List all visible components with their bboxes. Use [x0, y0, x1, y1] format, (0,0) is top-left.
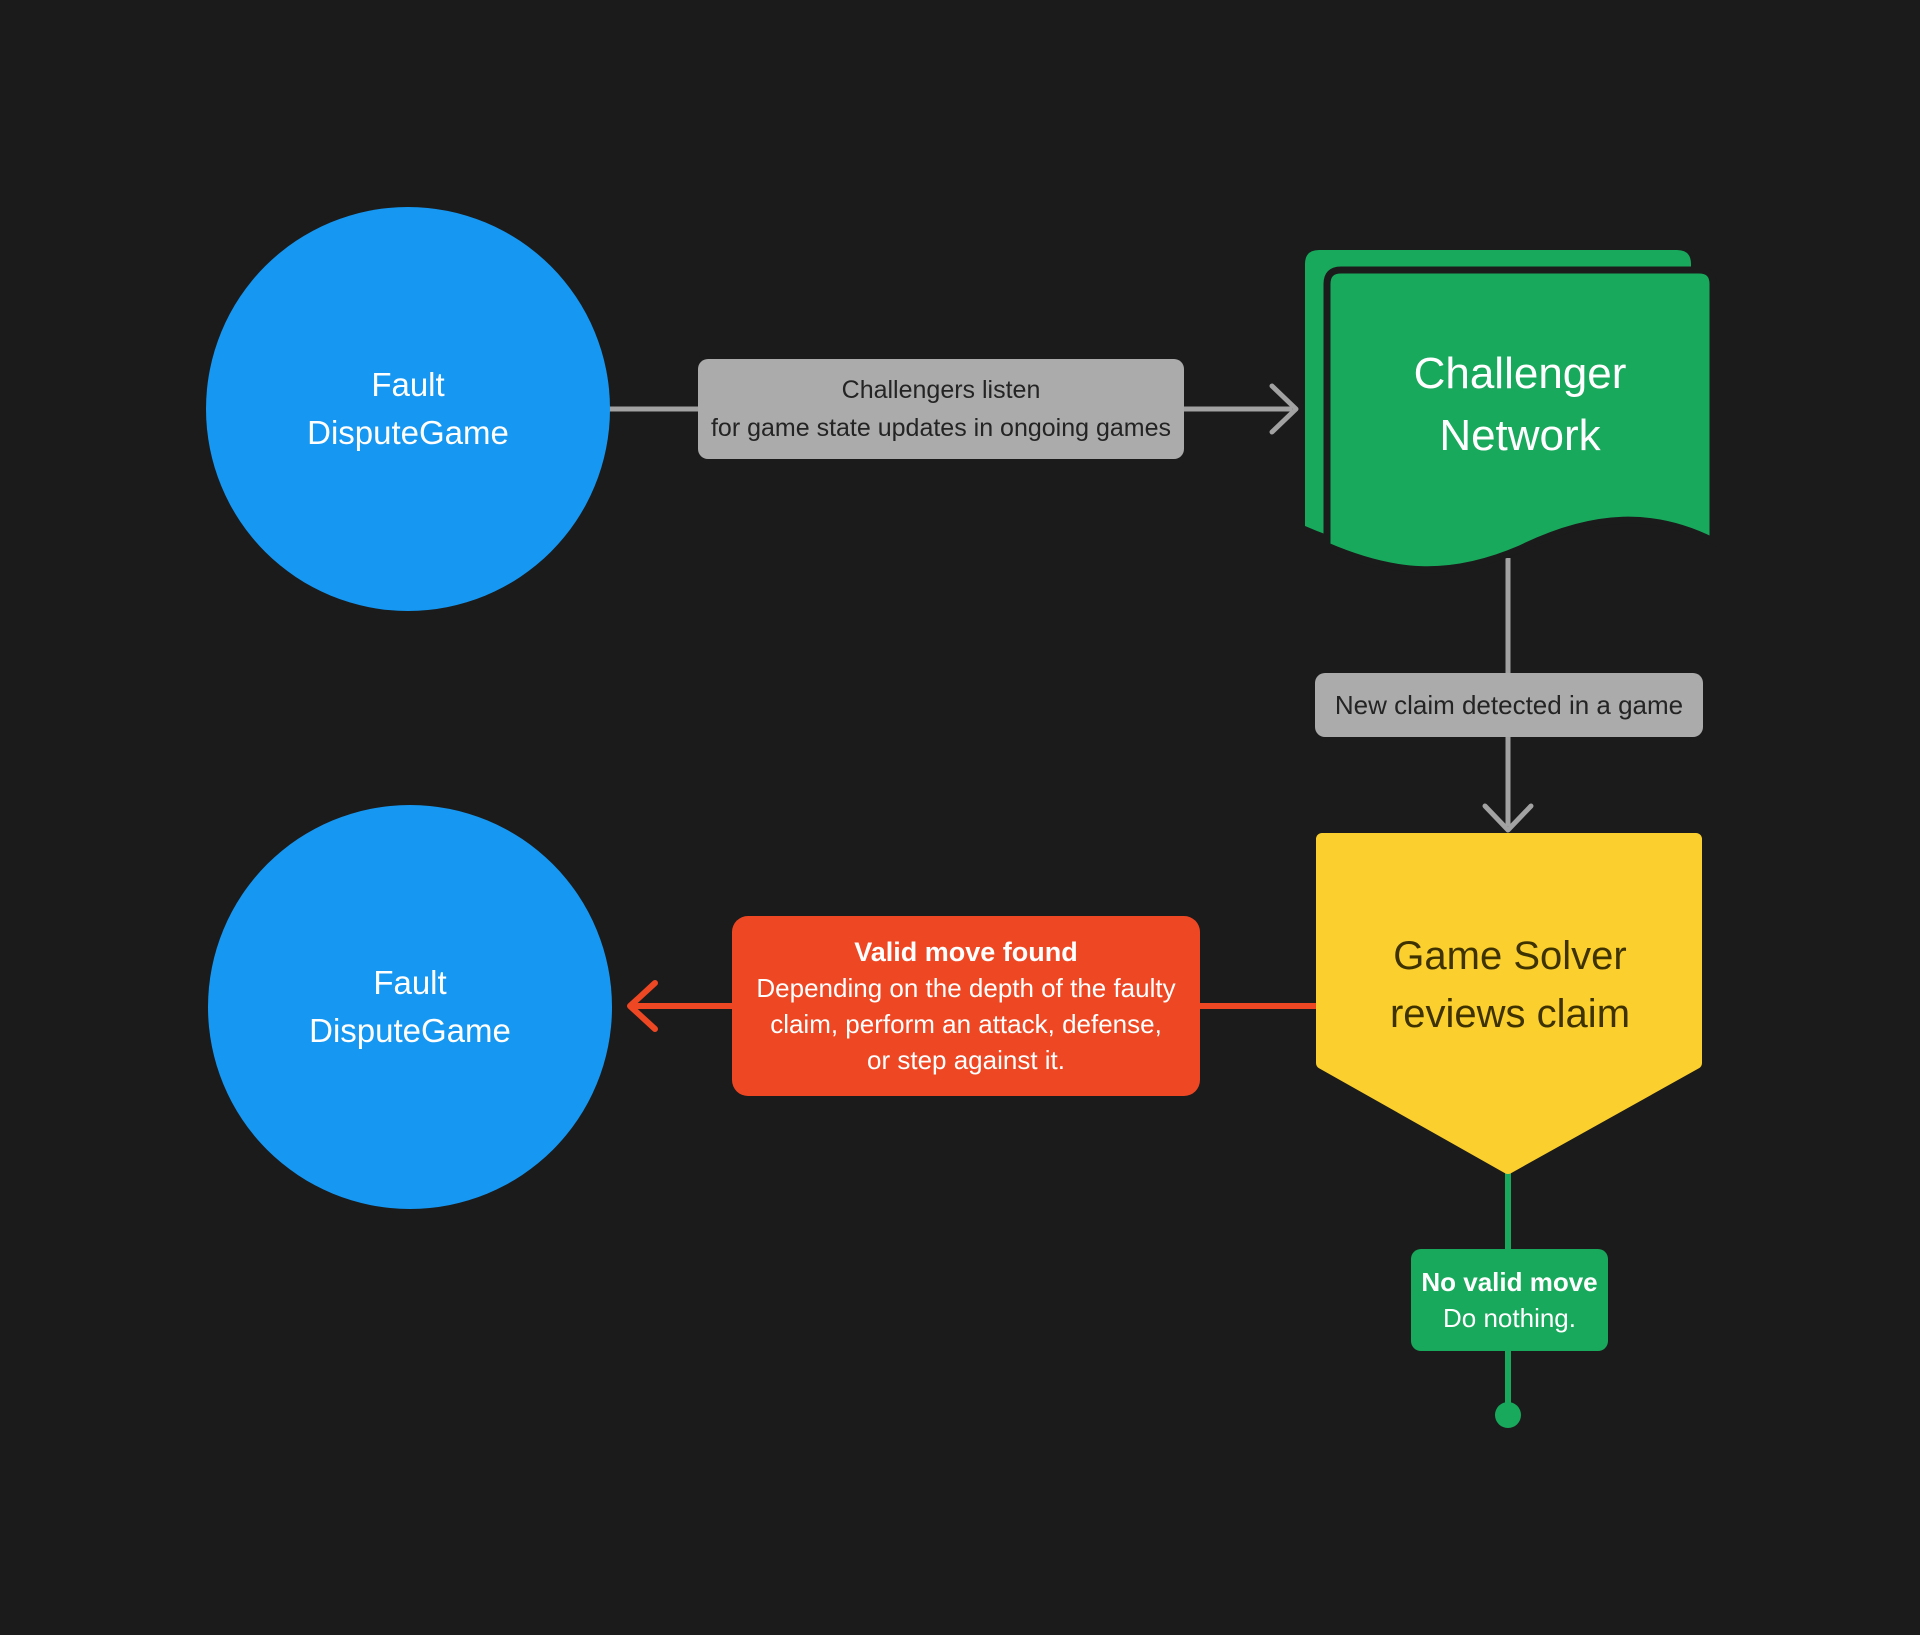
valid-move-title: Valid move found [854, 937, 1078, 967]
edge-label-line: Challengers listen [841, 376, 1041, 404]
no-valid-move-title: No valid move [1421, 1267, 1598, 1297]
node-label-line: DisputeGame [309, 1012, 511, 1049]
edge-label-valid-move[interactable]: Valid move found Depending on the depth … [732, 916, 1200, 1096]
no-valid-move-body: Do nothing. [1443, 1303, 1576, 1333]
edge-label-new-claim[interactable]: New claim detected in a game [1315, 673, 1703, 737]
node-fault-dispute-game-top[interactable]: Fault DisputeGame [206, 207, 610, 611]
node-label-line: Fault [371, 366, 445, 403]
edge-label-no-valid-move[interactable]: No valid move Do nothing. [1411, 1249, 1608, 1351]
arrowhead-down-icon [1482, 803, 1534, 833]
edge-label-line: New claim detected in a game [1334, 689, 1684, 720]
arrowhead-right-icon [1269, 383, 1299, 435]
valid-move-body-line: Depending on the depth of the faulty [756, 973, 1176, 1003]
challenger-network-shape[interactable] [1305, 250, 1717, 574]
valid-move-body-line: or step against it. [867, 1045, 1065, 1075]
node-fault-dispute-game-bottom[interactable]: Fault DisputeGame [208, 805, 612, 1209]
arrowhead-left-icon [627, 980, 658, 1032]
game-solver-shape[interactable] [1316, 833, 1702, 1174]
valid-move-body-line: claim, perform an attack, defense, [770, 1009, 1162, 1039]
terminal-dot-icon [1495, 1402, 1521, 1428]
edge-label-challengers-listen[interactable]: Challengers listen for game state update… [698, 359, 1184, 459]
edge-label-line: for game state updates in ongoing games [710, 414, 1172, 442]
node-label-line: Fault [373, 964, 447, 1001]
flag-front-layer [1323, 266, 1717, 574]
node-label-line: DisputeGame [307, 414, 509, 451]
